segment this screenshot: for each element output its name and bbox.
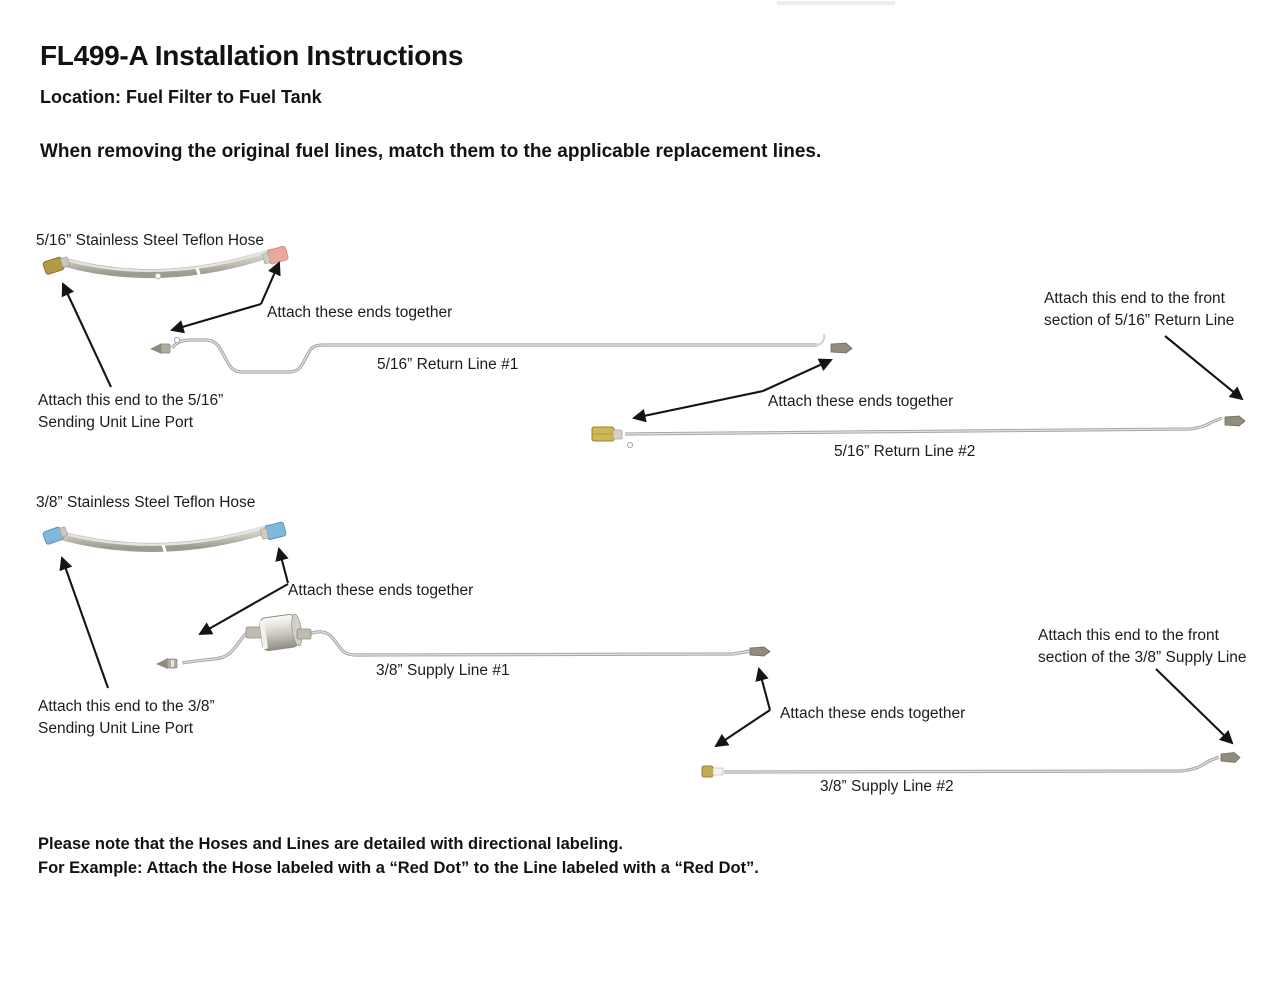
hose-38-blue-fitting-left: [42, 526, 68, 545]
supply-line-2-right-fitting: [1220, 752, 1241, 763]
sending-unit-port-38-line1: Attach this end to the 3/8”: [38, 698, 215, 715]
hose-516-marker-dot: [154, 272, 162, 280]
page-title: FL499-A Installation Instructions: [40, 40, 464, 71]
sending-unit-port-516-label: Attach this end to the 5/16” Sending Uni…: [38, 390, 223, 434]
sending-unit-port-516-line2: Sending Unit Line Port: [38, 414, 194, 431]
note-line2: For Example: Attach the Hose labeled wit…: [38, 859, 759, 877]
arrow-hose516-left-end: [61, 282, 112, 388]
return-line-1-label: 5/16” Return Line #1: [377, 356, 519, 373]
sending-unit-port-38-line2: Sending Unit Line Port: [38, 720, 194, 737]
supply-line-1-left-fitting: [156, 658, 168, 669]
arrow-hose516-right-end: [260, 261, 281, 305]
attach-ends-38-lines-label: Attach these ends together: [780, 705, 966, 722]
arrow-returnline1-left-end: [170, 302, 262, 334]
supply-line-1: [156, 613, 771, 669]
return-line-2-label: 5/16” Return Line #2: [834, 443, 976, 460]
hose-516-brass-fitting: [42, 256, 70, 275]
hose-38-blue-fitting-right: [260, 521, 287, 540]
annotation-arrows: [59, 261, 1244, 748]
arrow-returnline2-right-end: [1164, 335, 1244, 401]
arrow-supplyline2-right-end: [1155, 668, 1234, 745]
attach-ends-516-hose-label: Attach these ends together: [267, 304, 453, 321]
hose-516-label: 5/16” Stainless Steel Teflon Hose: [36, 232, 265, 249]
attach-ends-38-hose-label: Attach these ends together: [288, 582, 474, 599]
hose-38: [42, 521, 287, 558]
front-section-38-line2: section of the 3/8” Supply Line: [1038, 649, 1247, 666]
intro-note: When removing the original fuel lines, m…: [40, 141, 822, 162]
fuel-filter: [245, 613, 312, 652]
sending-unit-port-516-line1: Attach this end to the 5/16”: [38, 392, 224, 409]
return-line-1-right-fitting: [830, 342, 853, 354]
scan-artifact-bar: [777, 1, 895, 5]
arrow-hose38-left-end: [59, 556, 109, 689]
arrow-returnline2-left-end: [631, 389, 764, 423]
return-line-2-right-fitting: [1224, 415, 1246, 427]
attach-ends-516-lines-label: Attach these ends together: [768, 393, 954, 410]
front-section-516-line2: section of 5/16” Return Line: [1044, 312, 1235, 329]
hose-38-label: 3/8” Stainless Steel Teflon Hose: [36, 494, 256, 511]
front-section-516-line1: Attach this end to the front: [1044, 290, 1225, 307]
supply-line-1-label: 3/8” Supply Line #1: [376, 662, 510, 679]
front-section-516-label: Attach this end to the front section of …: [1044, 288, 1234, 332]
supply-line-2-left-fitting: [701, 765, 714, 778]
arrow-hose38-right-end: [275, 547, 290, 584]
supply-line-1-right-fitting: [749, 646, 771, 657]
supply-line-2-label: 3/8” Supply Line #2: [820, 778, 954, 795]
arrow-supplyline1-left-end: [198, 583, 289, 636]
location-subtitle: Location: Fuel Filter to Fuel Tank: [40, 87, 322, 107]
return-line-1: [150, 333, 853, 374]
sending-unit-port-38-label: Attach this end to the 3/8” Sending Unit…: [38, 696, 215, 740]
note-line1: Please note that the Hoses and Lines are…: [38, 835, 623, 853]
front-section-38-label: Attach this end to the front section of …: [1038, 625, 1247, 669]
return-line-2: [591, 415, 1246, 449]
hose-516: [42, 245, 289, 281]
front-section-38-line1: Attach this end to the front: [1038, 627, 1219, 644]
directional-labeling-note: Please note that the Hoses and Lines are…: [38, 832, 759, 880]
arrow-returnline1-right-end: [762, 358, 833, 392]
hose-516-red-dot-fitting: [262, 245, 289, 265]
arrow-supplyline1-right-end: [755, 667, 772, 711]
arrow-supplyline2-left-end: [714, 709, 771, 748]
return-line-1-left-fitting: [150, 343, 162, 354]
supply-line-2: [701, 752, 1241, 778]
